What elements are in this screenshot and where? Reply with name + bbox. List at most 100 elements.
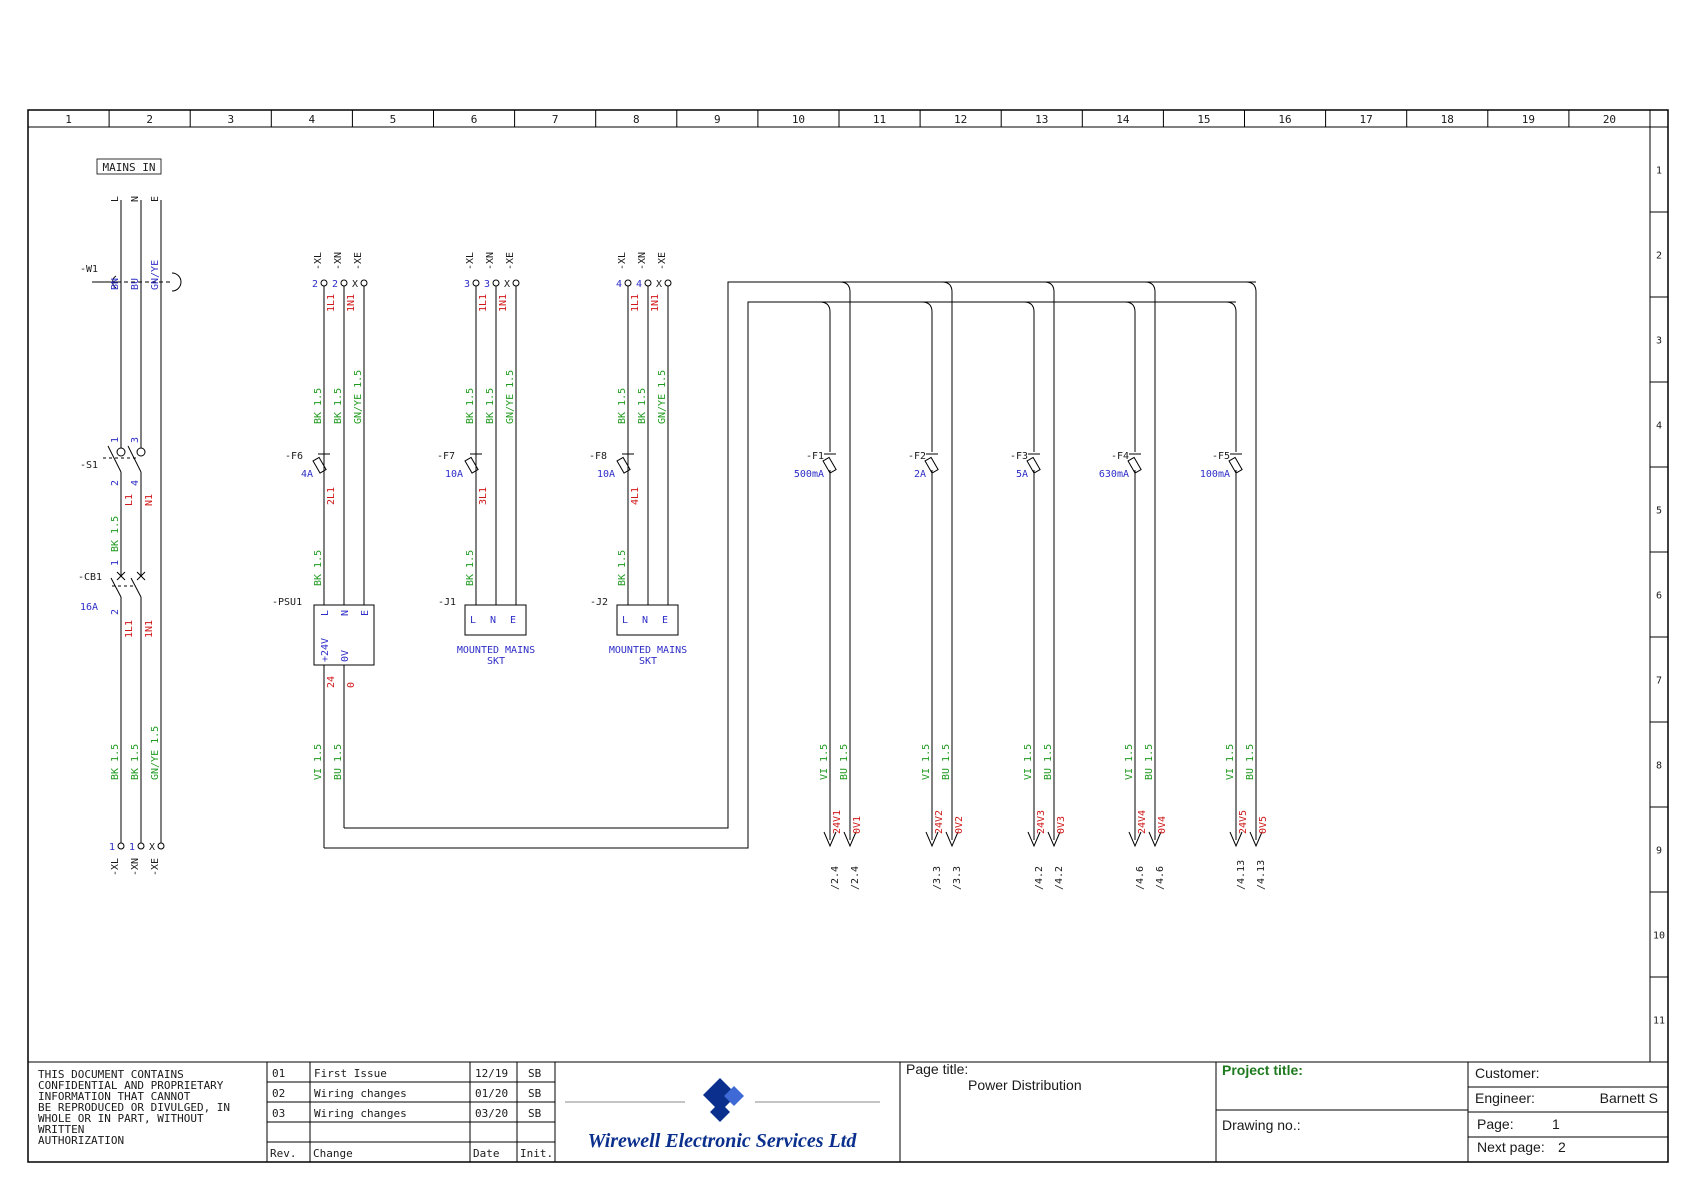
switch-term-3: 3 bbox=[130, 437, 141, 443]
f2-term-tag-xl: -XL bbox=[465, 252, 476, 270]
f3-caption-1: MOUNTED MAINS bbox=[609, 645, 687, 656]
page-title: Power Distribution bbox=[968, 1077, 1082, 1093]
f2-device-term-n: N bbox=[490, 615, 496, 626]
dc-net-24v: 24V3 bbox=[1036, 810, 1047, 834]
dc-ref-24v: /3.3 bbox=[932, 866, 943, 890]
grid-column-label: 17 bbox=[1360, 113, 1373, 126]
page-number: 1 bbox=[1552, 1116, 1560, 1132]
grid-column-label: 5 bbox=[390, 113, 397, 126]
dc-net-24v: 24V2 bbox=[934, 810, 945, 834]
dc-net-0v: 0V4 bbox=[1157, 816, 1168, 834]
psu-wire-24: VI 1.5 bbox=[313, 744, 324, 780]
dc-wire-0v: BU 1.5 bbox=[1144, 744, 1155, 780]
f1-term-num-n: 2 bbox=[332, 279, 338, 290]
grid-row-label: 6 bbox=[1656, 591, 1662, 602]
dc-wire-0v: BU 1.5 bbox=[1043, 744, 1054, 780]
psu-wire-0: BU 1.5 bbox=[333, 744, 344, 780]
company-logo bbox=[703, 1078, 744, 1122]
dc-ref-0v: /4.2 bbox=[1054, 866, 1065, 890]
f1-term-tag-xn: -XN bbox=[333, 252, 344, 270]
f1-wire-n: BK 1.5 bbox=[333, 388, 344, 424]
f2-wire-l: BK 1.5 bbox=[465, 388, 476, 424]
rev-header-date: Date bbox=[473, 1147, 500, 1160]
dc-ref-0v: /3.3 bbox=[952, 866, 963, 890]
dc-wire-24v: VI 1.5 bbox=[819, 744, 830, 780]
switch-term-4: 4 bbox=[130, 480, 141, 486]
grid-row-label: 4 bbox=[1656, 421, 1662, 432]
project-title-label: Project title: bbox=[1222, 1062, 1303, 1078]
dc-ref-0v: /2.4 bbox=[850, 866, 861, 890]
next-page-number: 2 bbox=[1558, 1139, 1566, 1155]
psu-net-0: 0 bbox=[346, 682, 357, 688]
grid-column-label: 16 bbox=[1278, 113, 1291, 126]
cb-tag: -CB1 bbox=[78, 572, 102, 583]
dc-ref-0v: /4.6 bbox=[1155, 866, 1166, 890]
f3-term-num-e: X bbox=[656, 279, 662, 290]
net-l1: L1 bbox=[124, 494, 135, 506]
dc-fuse-tag: -F3 bbox=[1010, 451, 1028, 462]
f1-term-num-e: X bbox=[352, 279, 358, 290]
f1-device-term-n: N bbox=[340, 610, 351, 616]
f2-net-n: 1N1 bbox=[498, 294, 509, 312]
net-n1: N1 bbox=[144, 494, 155, 506]
f2-caption-1: MOUNTED MAINS bbox=[457, 645, 535, 656]
dc-wire-0v: BU 1.5 bbox=[839, 744, 850, 780]
rev-1-change: First Issue bbox=[314, 1067, 387, 1080]
f2-out-wire: BK 1.5 bbox=[465, 550, 476, 586]
f1-device-term-l: L bbox=[320, 610, 331, 616]
dc-wire-0v: BU 1.5 bbox=[1245, 744, 1256, 780]
f1-wire-e: GN/YE 1.5 bbox=[353, 370, 364, 424]
f1-net-n: 1N1 bbox=[346, 294, 357, 312]
grid-column-label: 3 bbox=[227, 113, 234, 126]
dc-net-0v: 0V3 bbox=[1056, 816, 1067, 834]
cb-rating: 16A bbox=[80, 602, 98, 613]
grid-column-label: 1 bbox=[65, 113, 72, 126]
f1-out-wire: BK 1.5 bbox=[313, 550, 324, 586]
f2-term-num-l: 3 bbox=[464, 279, 470, 290]
f3-wire-l: BK 1.5 bbox=[617, 388, 628, 424]
f3-term-tag-xn: -XN bbox=[637, 252, 648, 270]
wire-mains-l: BK 1.5 bbox=[110, 744, 121, 780]
notice-line-1: THIS DOCUMENT CONTAINS bbox=[38, 1068, 184, 1081]
dc-wire-24v: VI 1.5 bbox=[921, 744, 932, 780]
dc-branch bbox=[921, 281, 959, 848]
rev-2-change: Wiring changes bbox=[314, 1087, 407, 1100]
notice-line-2: CONFIDENTIAL AND PROPRIETARY bbox=[38, 1079, 224, 1092]
rev-1-init: SB bbox=[528, 1067, 542, 1080]
f2-net-l: 1L1 bbox=[478, 294, 489, 312]
grid-column-label: 2 bbox=[146, 113, 153, 126]
grid-row-label: 10 bbox=[1653, 931, 1665, 942]
switch-tag-s1: -S1 bbox=[80, 460, 98, 471]
f3-out-net: 4L1 bbox=[630, 487, 641, 505]
grid-row-label: 7 bbox=[1656, 676, 1662, 687]
dc-net-24v: 24V4 bbox=[1137, 810, 1148, 834]
grid-column-label: 13 bbox=[1035, 113, 1048, 126]
grid-column-label: 12 bbox=[954, 113, 967, 126]
grid-column-label: 4 bbox=[309, 113, 316, 126]
grid-column-label: 9 bbox=[714, 113, 721, 126]
term-tag-xn: -XN bbox=[130, 858, 141, 876]
mains-label-e: E bbox=[150, 196, 161, 202]
f1-out-net: 2L1 bbox=[326, 487, 337, 505]
dc-branch bbox=[1124, 281, 1162, 848]
f2-device-tag: -J1 bbox=[438, 597, 456, 608]
dc-fuse-tag: -F5 bbox=[1212, 451, 1230, 462]
rev-3-init: SB bbox=[528, 1107, 542, 1120]
dc-ref-24v: /4.6 bbox=[1135, 866, 1146, 890]
notice-line-3: INFORMATION THAT CANNOT bbox=[38, 1090, 191, 1103]
f3-term-num-l: 4 bbox=[616, 279, 622, 290]
psu-out-0v: 0V bbox=[340, 650, 351, 662]
page-title-label: Page title: bbox=[906, 1061, 968, 1077]
grid-column-label: 19 bbox=[1522, 113, 1535, 126]
f2-wire-e: GN/YE 1.5 bbox=[505, 370, 516, 424]
rev-3-date: 03/20 bbox=[475, 1107, 508, 1120]
grid-row-label: 8 bbox=[1656, 761, 1662, 772]
dc-fuse-tag: -F1 bbox=[806, 451, 824, 462]
grid-row-label: 11 bbox=[1653, 1016, 1665, 1027]
notice-line-7: AUTHORIZATION bbox=[38, 1134, 124, 1147]
dc-branch bbox=[1225, 281, 1263, 848]
term-tag-xl: -XL bbox=[110, 858, 121, 876]
f2-term-tag-xn: -XN bbox=[485, 252, 496, 270]
dc-net-0v: 0V1 bbox=[852, 816, 863, 834]
dc-fuse-tag: -F2 bbox=[908, 451, 926, 462]
